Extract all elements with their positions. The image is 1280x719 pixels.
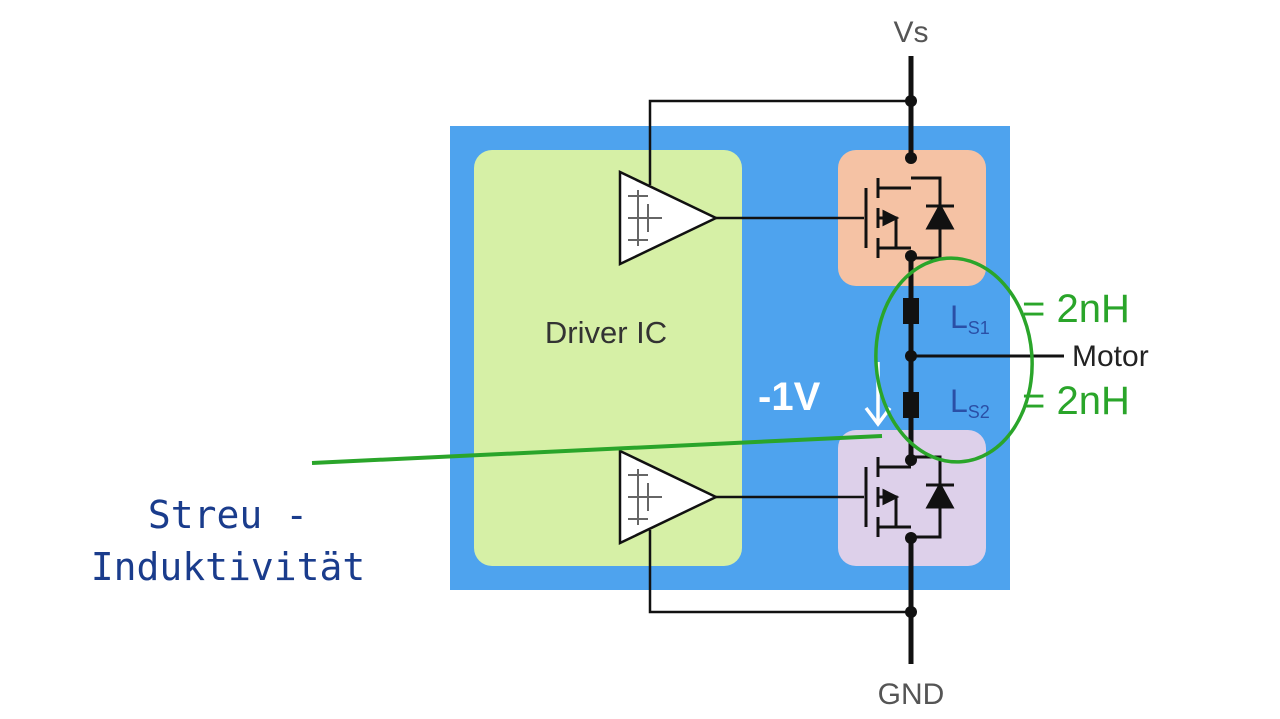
callout-line-1: Streu -: [148, 493, 308, 537]
high-side-mosfet-symbol: [864, 176, 955, 260]
ls2-value: = 2nH: [1022, 379, 1130, 423]
callout-pointer-line: [311, 434, 883, 465]
low-side-mosfet-box: [838, 430, 986, 566]
low-side-mosfet-symbol: [864, 455, 955, 539]
driver-ic-label: Driver IC: [545, 315, 667, 350]
high-side-mosfet-box: [838, 150, 986, 286]
top-supply-wire: [648, 99, 911, 185]
high-side-driver-amplifier: [618, 170, 719, 266]
low-side-driver-amplifier: [618, 449, 719, 545]
inductor-ls2: [903, 392, 919, 418]
ls1-label: LS1: [950, 299, 990, 338]
driver-ic-block: [474, 150, 742, 566]
bottom-ground-wire: [648, 530, 911, 614]
voltage-drop-label: -1V: [758, 375, 821, 419]
gnd-label: GND: [878, 678, 945, 711]
stray-inductance-highlight: [874, 256, 1034, 464]
inductor-ls1: [903, 298, 919, 324]
junction-dot: [905, 95, 917, 107]
ls2-label: LS2: [950, 383, 990, 422]
junction-dot: [905, 606, 917, 618]
callout-line-2: Induktivität: [91, 545, 366, 589]
junction-dot: [905, 250, 917, 262]
motor-label: Motor: [1072, 340, 1149, 373]
vs-label: Vs: [893, 16, 928, 49]
ls1-value: = 2nH: [1022, 287, 1130, 331]
junction-dot: [905, 532, 917, 544]
junction-dot: [905, 152, 917, 164]
junction-dot: [905, 454, 917, 466]
